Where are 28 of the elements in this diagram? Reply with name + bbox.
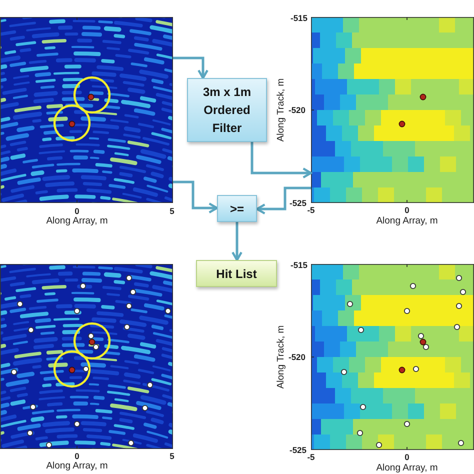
axis-title: Along Track, m	[276, 78, 286, 142]
axis-title: Along Array, m	[376, 216, 438, 226]
tick-label: 0	[74, 451, 80, 461]
tick-label: 0	[74, 206, 80, 216]
tick-label: 5	[170, 206, 174, 216]
arrow	[250, 142, 312, 178]
tick-label: -5	[307, 205, 315, 215]
tick-label: -520	[288, 105, 306, 115]
arrow	[173, 180, 218, 214]
process-box: 3m x 1m Ordered Filter	[187, 78, 267, 142]
tick-label: 5	[170, 451, 174, 461]
tick-label: -5	[307, 452, 315, 462]
tick-label: -525	[290, 198, 306, 208]
tick-label: 0	[404, 452, 410, 462]
output-box: Hit List	[196, 260, 277, 287]
arrow	[232, 222, 242, 262]
axis-title: Along Array, m	[376, 462, 438, 474]
axis-title: Along Array, m	[46, 216, 108, 226]
arrow	[173, 56, 208, 80]
tick-label: -515	[290, 13, 308, 23]
tick-label: -520	[288, 352, 306, 362]
tick-label: 0	[404, 205, 410, 215]
tick-label: -525	[290, 445, 306, 455]
tick-label: -515	[290, 260, 308, 270]
axis-title: Along Array, m	[46, 460, 108, 472]
process-box: >=	[217, 195, 257, 222]
arrow	[256, 186, 311, 214]
axis-title: Along Track, m	[276, 325, 286, 389]
